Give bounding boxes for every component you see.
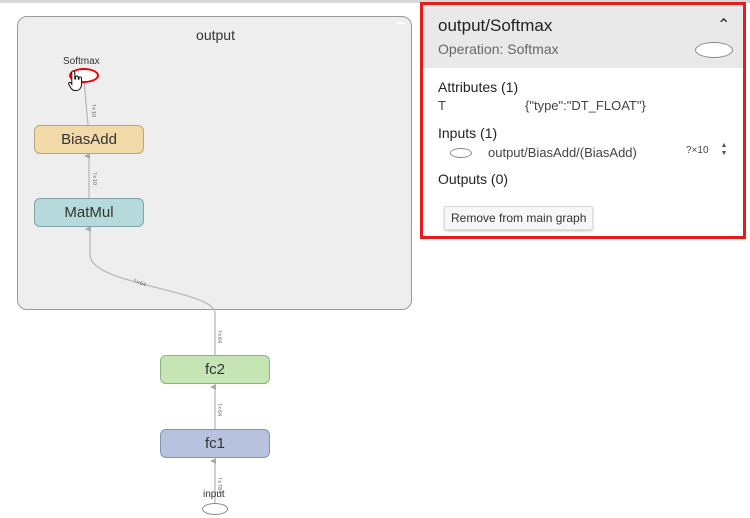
expand-stepper-icon[interactable]: ▲▼ — [720, 142, 728, 157]
edge-label-matmul-bias: ?×10 — [91, 172, 97, 185]
panel-header: output/Softmax Operation: Softmax ⌃ — [423, 5, 743, 68]
edge-fc2-matmul — [85, 226, 216, 355]
input-node-label: input — [203, 489, 225, 500]
biasadd-node[interactable]: BiasAdd — [34, 125, 144, 154]
chevron-up-icon[interactable]: ⌃ — [717, 17, 731, 34]
top-strip — [0, 0, 750, 3]
input-op-icon — [450, 148, 472, 158]
panel-subtitle: Operation: Softmax — [438, 41, 559, 57]
hand-cursor-icon — [68, 70, 82, 91]
inputs-title: Inputs (1) — [438, 125, 498, 141]
attribute-key: T — [438, 98, 446, 113]
graph-canvas[interactable]: output ?×10 ?×10 ?×64 ?×64 ?×64 ?×784 So… — [0, 0, 420, 518]
input-item-shape: ?×10 — [686, 145, 709, 156]
attributes-title: Attributes (1) — [438, 79, 519, 95]
softmax-node-label: Softmax — [63, 56, 100, 67]
fc1-node[interactable]: fc1 — [160, 429, 270, 458]
node-info-panel: output/Softmax Operation: Softmax ⌃ Attr… — [420, 2, 746, 239]
input-node[interactable] — [202, 503, 228, 515]
panel-title: output/Softmax — [438, 16, 553, 35]
edge-label-fc2-matmul: ?×64 — [132, 278, 146, 288]
input-item-name[interactable]: output/BiasAdd/(BiasAdd) — [488, 145, 637, 160]
matmul-node[interactable]: MatMul — [34, 198, 144, 227]
outputs-title: Outputs (0) — [438, 171, 509, 187]
output-group-box[interactable]: output — [17, 16, 412, 310]
edge-label-fc2-out: ?×64 — [216, 330, 222, 343]
edge-bias-softmax — [79, 78, 89, 126]
attribute-value: {"type":"DT_FLOAT"} — [525, 98, 646, 113]
remove-from-main-graph-button[interactable]: Remove from main graph — [444, 206, 594, 230]
node-shape-icon — [695, 42, 733, 58]
graph-edges: ?×10 ?×10 ?×64 ?×64 ?×64 ?×784 — [79, 78, 222, 503]
group-title: output — [196, 27, 235, 43]
group-collapse-icon[interactable] — [397, 22, 405, 24]
edge-label-fc1-fc2: ?×64 — [216, 403, 222, 416]
edge-label-bias-softmax: ?×10 — [90, 104, 96, 117]
edge-label-input-fc1: ?×784 — [216, 477, 222, 493]
fc2-node[interactable]: fc2 — [160, 355, 270, 384]
